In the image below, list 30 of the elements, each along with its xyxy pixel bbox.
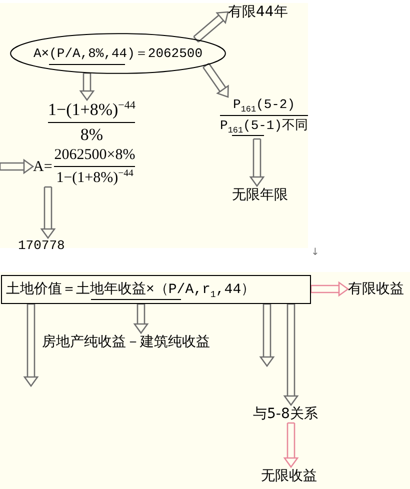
block-arrow (193, 11, 229, 43)
formula-text: 土地价值＝土地年收益×（P/A,r$_{1}$,44） (6, 282, 256, 298)
block-arrow (310, 282, 349, 296)
block-arrow (24, 303, 38, 387)
result-label: 有限44年 (228, 3, 288, 21)
block-arrow (40, 186, 56, 239)
note-mark: ↓ (311, 247, 320, 259)
equation-text: A×(P/A,8%,44)＝2062500 (33, 46, 203, 62)
block-arrow (0, 159, 34, 174)
block-arrow (80, 72, 94, 101)
numerator-text: 2062500×8% (54, 146, 136, 164)
result-label: 无限收益 (261, 467, 317, 485)
numerator-text: P$_{161}$(5-2) (233, 97, 296, 113)
formula-box (1, 275, 311, 304)
block-arrow (284, 422, 298, 468)
block-arrow (202, 62, 229, 98)
numerator-text: 1−(1+8%)$^{−44}$ (48, 100, 136, 120)
result-label: 无限年限 (232, 186, 288, 204)
formula-text: A= (33, 158, 52, 176)
result-label: 有限收益 (348, 280, 404, 298)
block-arrow (134, 303, 148, 334)
block-arrow (284, 303, 298, 406)
result-value: 170778 (18, 238, 65, 254)
block-arrow (260, 303, 274, 367)
denominator-text: P$_{161}$(5-1)不同 (220, 118, 308, 134)
note-text: 房地产纯收益－建筑纯收益 (42, 333, 210, 351)
denominator-text: 8% (80, 125, 104, 145)
denominator-text: 1−(1+8%)$^{−44}$ (56, 169, 134, 187)
note-text: 与5-8关系 (253, 405, 318, 423)
block-arrow (250, 138, 264, 187)
